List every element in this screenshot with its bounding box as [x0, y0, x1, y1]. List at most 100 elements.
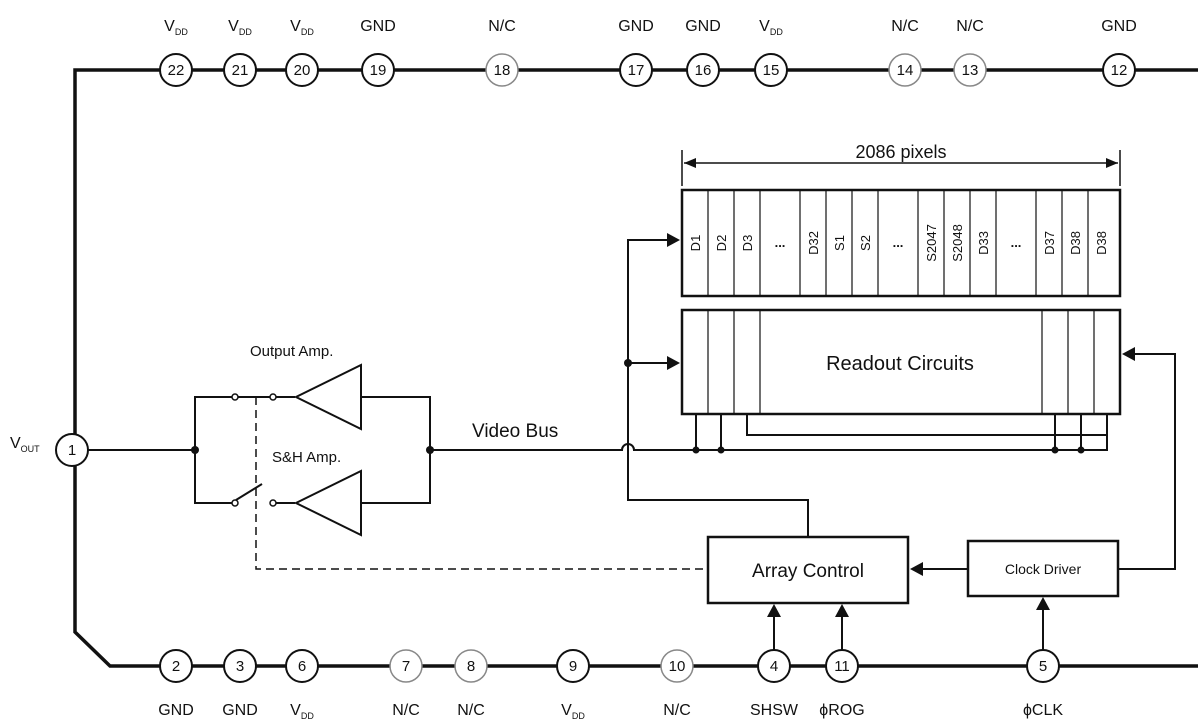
pixel-cell-label: D2	[714, 235, 729, 252]
pin-number: 11	[834, 658, 850, 675]
clock-driver-block: Clock Driver	[966, 539, 1120, 598]
pixel-cell: D32	[799, 190, 821, 296]
pin-label: GND	[222, 702, 258, 719]
pin-label: GND	[360, 18, 396, 35]
vout-label: VOUT	[10, 435, 40, 454]
pin-number: 7	[402, 658, 410, 675]
pixel-cell: D38	[1087, 190, 1109, 296]
pin-21: 21 VDD	[223, 18, 257, 87]
pin-label: SHSW	[750, 702, 799, 719]
pixel-cell-label: D38	[1094, 231, 1109, 255]
pin-number: 13	[962, 62, 979, 79]
pixel-cell: D33	[969, 190, 991, 296]
output-amp-label: Output Amp.	[250, 343, 333, 360]
pin-label: ϕROG	[819, 702, 864, 719]
pin-label: GND	[158, 702, 194, 719]
array-control-feed	[627, 239, 809, 537]
pin-label: VDD	[228, 18, 252, 37]
pixel-cell: S2048	[943, 190, 965, 296]
readout-taps	[695, 414, 1108, 450]
pixel-cell-label: D33	[976, 231, 991, 255]
pin-label: VDD	[290, 702, 314, 721]
pin-20: 20 VDD	[285, 18, 319, 87]
pin-18: 18N/C	[485, 18, 519, 87]
pixel-cell: D38	[1061, 190, 1083, 296]
pin-number: 19	[370, 62, 387, 79]
pixel-cell-label: S2047	[924, 224, 939, 262]
pin-number: 17	[628, 62, 645, 79]
pixel-cell-label: ...	[893, 235, 904, 250]
pin-number: 10	[669, 658, 686, 675]
pin-number: 4	[770, 658, 778, 675]
pin-number: 22	[168, 62, 185, 79]
sh-amp-triangle	[293, 469, 362, 537]
pixel-cell: D37	[1035, 190, 1057, 296]
pixel-cell-label: D37	[1042, 231, 1057, 255]
pin-number: 20	[294, 62, 311, 79]
pixel-cell-label: D3	[740, 235, 755, 252]
pin-11: 11 ϕROG	[819, 649, 865, 719]
pin-number: 8	[467, 658, 475, 675]
pin-14: 14 N/C	[888, 18, 922, 87]
pin-15: 15 VDD	[754, 18, 788, 87]
pin-label: N/C	[663, 702, 691, 719]
pin-19: 19 GND	[360, 18, 396, 87]
pixel-cell-label: ...	[775, 235, 786, 250]
pin-number: 1	[68, 442, 76, 459]
pin-8: 8N/C	[454, 649, 488, 719]
pixel-array: D1 D2 D3... D32 S1 S2... S2047 S2048 D33... D37 D3…	[680, 188, 1122, 298]
pixel-cell-label: S1	[832, 235, 847, 251]
pin-number: 9	[569, 658, 577, 675]
pin-label: VDD	[164, 18, 188, 37]
pixel-cell: D2	[707, 190, 729, 296]
pin-label: N/C	[488, 18, 516, 35]
pixel-cell-label: D32	[806, 231, 821, 255]
pin-13: 13 N/C	[953, 18, 987, 87]
pin-label: VDD	[759, 18, 783, 37]
pin-label: GND	[1101, 18, 1137, 35]
readout-circuits-block: Readout Circuits	[680, 308, 1122, 416]
pin-number: 21	[232, 62, 249, 79]
pin-label: GND	[618, 18, 654, 35]
readout-circuits-label: Readout Circuits	[826, 353, 974, 375]
pin-label: VDD	[290, 18, 314, 37]
pin-label: N/C	[956, 18, 984, 35]
pin-16: 16 GND	[685, 18, 721, 87]
pin-label: VDD	[561, 702, 585, 721]
sh-control-dashed-line	[255, 397, 708, 570]
pixel-cell: ...	[877, 190, 904, 296]
pin-label: N/C	[891, 18, 919, 35]
pixel-cell: S1	[825, 190, 847, 296]
pin-label: N/C	[392, 702, 420, 719]
pin-22: 22 VDD	[159, 18, 193, 87]
pixel-cell-label: S2	[858, 235, 873, 251]
pixel-cell-label: ...	[1011, 235, 1022, 250]
pin-number: 14	[897, 62, 914, 79]
pin-number: 3	[236, 658, 244, 675]
pixel-cell: D3	[733, 190, 755, 296]
pin-label: GND	[685, 18, 721, 35]
pin-number: 5	[1039, 658, 1047, 675]
pixel-span-label: 2086 pixels	[855, 142, 946, 162]
array-control-label: Array Control	[752, 561, 864, 582]
pixel-cell: ...	[759, 190, 786, 296]
array-control-block: Array Control	[706, 535, 910, 605]
pixel-cell-label: D38	[1068, 231, 1083, 255]
pin-number: 16	[695, 62, 712, 79]
pixel-cell: S2	[851, 190, 873, 296]
pin-number: 2	[172, 658, 180, 675]
output-network	[88, 396, 431, 504]
pin-7: 7N/C	[389, 649, 423, 719]
pixel-cell: D1	[688, 235, 703, 252]
pin-number: 15	[763, 62, 780, 79]
pixel-cell-label: S2048	[950, 224, 965, 262]
pixel-cell: S2047	[917, 190, 939, 296]
pin-17: 17 GND	[618, 18, 654, 87]
